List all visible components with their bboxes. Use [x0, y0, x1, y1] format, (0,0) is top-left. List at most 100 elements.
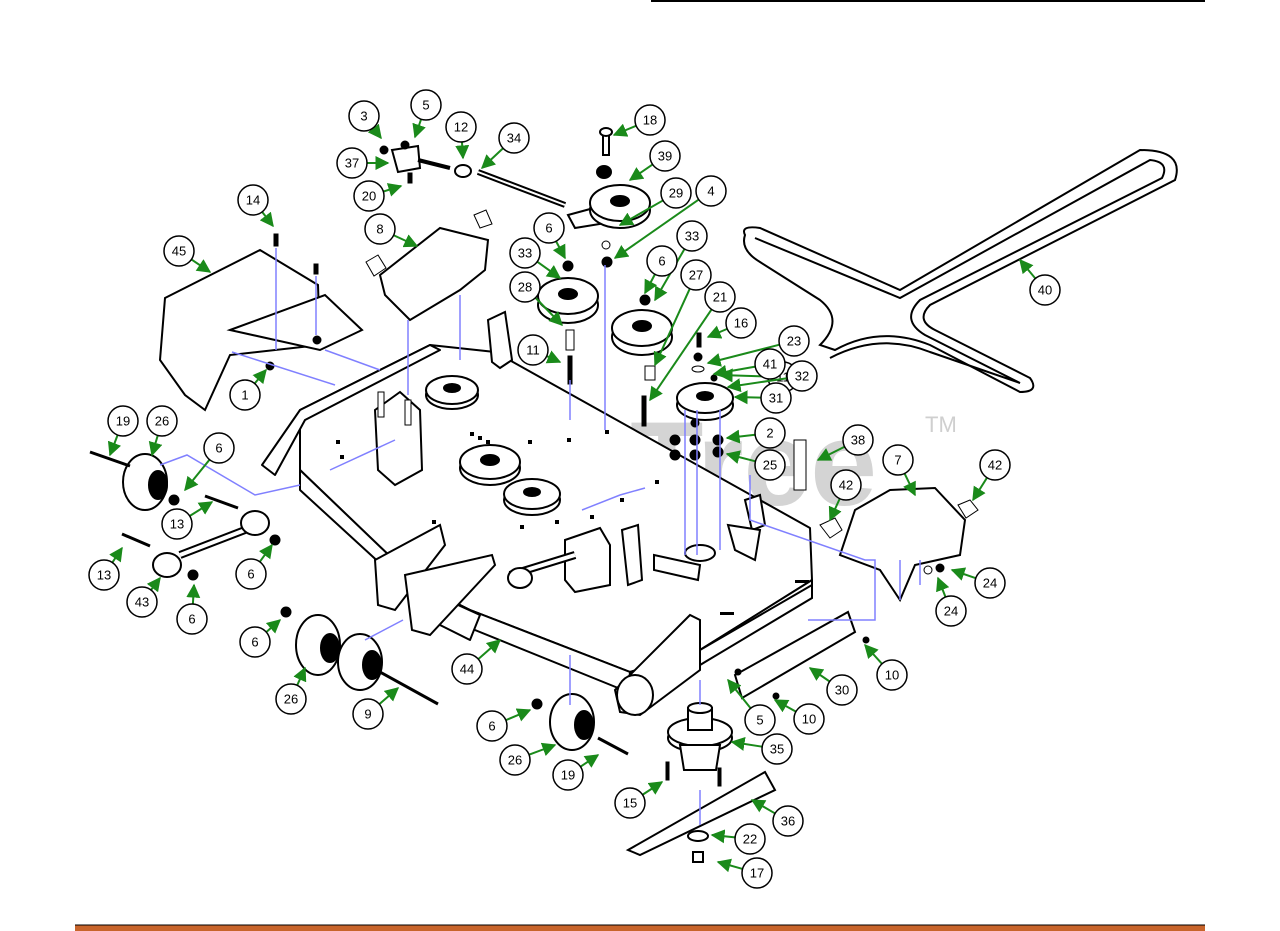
callout-circle: [680, 259, 712, 291]
callout-41: 41: [712, 348, 786, 380]
callout-arrow: [710, 829, 736, 844]
callout-circle: [830, 469, 862, 501]
callout-arrow: [644, 273, 658, 295]
callout-arrow: [828, 498, 842, 522]
callout-8: 8: [364, 213, 419, 248]
callout-label: 21: [713, 290, 727, 305]
callout-42: 42: [828, 469, 862, 522]
callout-circle: [352, 698, 384, 730]
callout-circle: [772, 805, 804, 837]
callout-label: 8: [376, 222, 383, 237]
callout-arrow: [505, 708, 532, 722]
callout-6: 6: [184, 432, 235, 492]
callout-7: 7: [882, 444, 916, 497]
callout-label: 18: [643, 113, 657, 128]
callout-6: 6: [235, 543, 273, 590]
callout-arrow: [393, 234, 419, 248]
callout-6: 6: [176, 583, 208, 635]
callout-label: 7: [894, 453, 901, 468]
blade-36: [625, 770, 777, 863]
callout-circle: [761, 733, 793, 765]
callout-label: 4: [707, 184, 714, 199]
callout-circle: [348, 100, 380, 132]
callout-30: 30: [808, 667, 858, 706]
callout-label: 6: [247, 567, 254, 582]
callout-label: 6: [545, 221, 552, 236]
callout-arrow: [534, 297, 563, 327]
callout-label: 26: [284, 692, 298, 707]
callout-arrow: [903, 473, 916, 497]
callout-circle: [161, 508, 193, 540]
callout-15: 15: [614, 781, 664, 819]
callout-circle: [614, 787, 646, 819]
callout-label: 5: [756, 713, 763, 728]
callout-circle: [509, 271, 541, 303]
callout-label: 13: [170, 517, 184, 532]
callout-arrow: [378, 687, 400, 705]
callout-circle: [741, 857, 773, 889]
callout-circle: [676, 220, 708, 252]
callout-label: 32: [795, 369, 809, 384]
callout-arrow: [528, 742, 557, 756]
callout-arrow: [293, 666, 307, 686]
callout-circle: [634, 104, 666, 136]
callout-arrow: [808, 667, 831, 683]
callout-circle: [176, 603, 208, 635]
callout-26: 26: [275, 666, 307, 715]
callout-arrow: [712, 364, 756, 379]
callout-circle: [842, 424, 874, 456]
callout-6: 6: [239, 619, 282, 658]
callout-label: 3: [360, 109, 367, 124]
callout-label: 10: [885, 668, 899, 683]
callout-12: 12: [445, 111, 477, 160]
callout-circle: [974, 567, 1006, 599]
callout-label: 37: [345, 156, 359, 171]
callout-label: 5: [422, 98, 429, 113]
callout-circle: [660, 177, 692, 209]
callout-arrow: [726, 377, 788, 393]
callout-circle: [410, 89, 442, 121]
callout-arrow: [653, 288, 691, 367]
callout-arrow: [730, 737, 763, 751]
callout-circle: [336, 147, 368, 179]
callout-circle: [826, 674, 858, 706]
callout-arrow: [186, 583, 201, 605]
callout-arrow: [725, 429, 756, 444]
callout-10: 10: [773, 699, 825, 735]
callout-arrow: [146, 576, 161, 593]
deck-pulleys: [425, 375, 561, 516]
callout-arrow: [706, 343, 780, 367]
callout-6: 6: [644, 245, 678, 295]
callout-label: 11: [526, 343, 540, 358]
callout-circle: [754, 417, 786, 449]
callout-9: 9: [352, 687, 400, 730]
callout-2: 2: [725, 417, 786, 449]
callout-13: 13: [88, 546, 123, 591]
callout-arrow: [579, 754, 600, 768]
callout-16: 16: [706, 307, 757, 339]
callout-circle: [882, 444, 914, 476]
callout-arrow: [189, 501, 214, 517]
callout-label: 43: [135, 595, 149, 610]
callout-5: 5: [410, 89, 442, 139]
callout-label: 36: [781, 814, 795, 829]
callout-label: 39: [658, 149, 672, 164]
callout-24: 24: [950, 567, 1006, 599]
callout-arrow: [718, 368, 769, 383]
callout-27: 27: [653, 259, 712, 367]
callout-label: 17: [750, 866, 764, 881]
hardware: [168, 140, 979, 787]
callout-label: 33: [518, 246, 532, 261]
callout-circle: [793, 703, 825, 735]
callout-33: 33: [509, 237, 562, 279]
callout-label: 15: [623, 796, 637, 811]
callout-label: 19: [116, 414, 130, 429]
callout-arrow: [184, 459, 211, 492]
callout-circle: [725, 307, 757, 339]
callout-circle: [754, 449, 786, 481]
callout-label: 20: [362, 189, 376, 204]
callout-circle: [499, 744, 531, 776]
front-baffle: [373, 523, 701, 717]
callout-13: 13: [161, 501, 214, 540]
